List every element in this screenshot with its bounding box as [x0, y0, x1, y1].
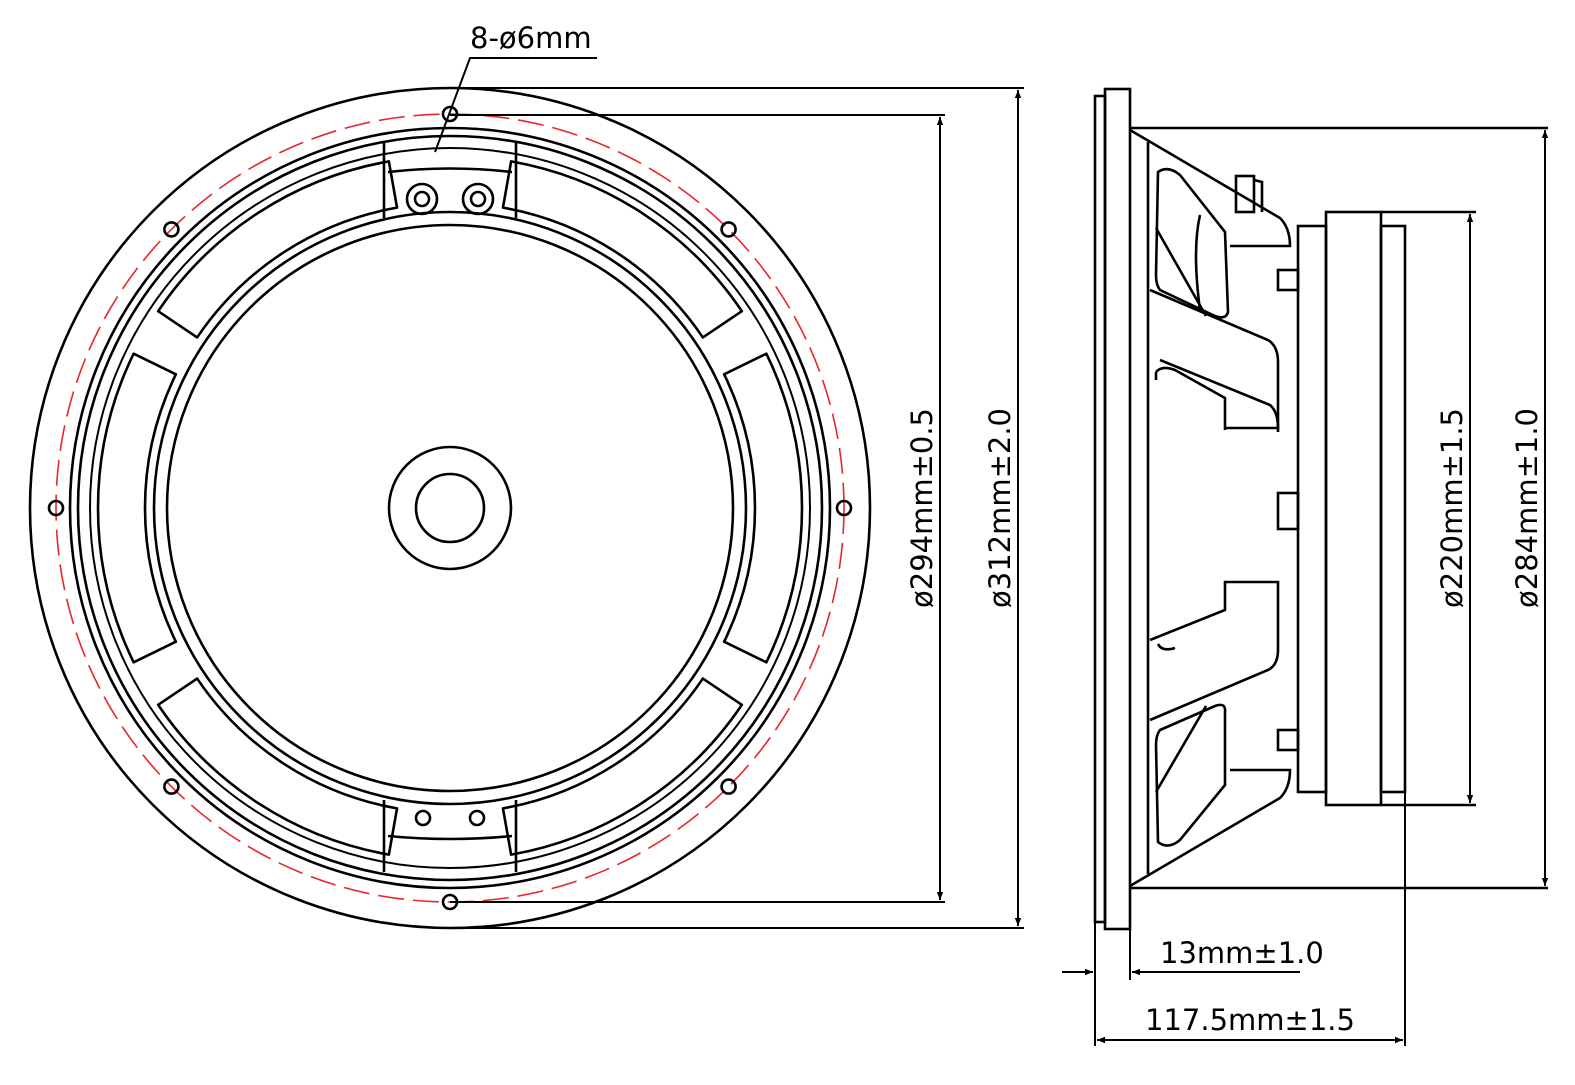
extension-depth: [1094, 792, 1406, 1046]
basket-windows: [96, 160, 804, 856]
basket-window: [722, 352, 804, 664]
dust-cap: [387, 445, 513, 571]
basket-window: [96, 352, 178, 664]
gasket-outer: [68, 126, 832, 890]
mounting-hole: [720, 778, 737, 795]
cone-edge: [165, 223, 735, 793]
gasket-inner: [76, 134, 824, 882]
basket-window: [156, 677, 399, 856]
mounting-holes: [47, 105, 853, 911]
basket-window-lower: [1154, 703, 1227, 847]
terminal-block: [382, 143, 518, 218]
extension-cutout: [1130, 126, 1548, 890]
pole-vent: [414, 472, 486, 544]
basket-window-upper: [1154, 167, 1230, 319]
front-view: 8-ø6mm ø294mm±0.5 ø312mm±2.0: [28, 21, 1024, 930]
magnet: [1324, 210, 1383, 807]
dim-label-220: ø220mm±1.5: [1435, 408, 1469, 608]
mounting-hole: [163, 778, 180, 795]
mounting-hole: [720, 221, 737, 238]
dim-label-284: ø284mm±1.0: [1510, 408, 1544, 608]
dim-label-13: 13mm±1.0: [1160, 936, 1324, 970]
hole-callout-label: 8-ø6mm: [470, 21, 592, 55]
terminal: [1234, 174, 1256, 214]
extension-lines: [450, 87, 1024, 929]
hole-callout-leader: [434, 57, 597, 153]
vent-tab: [1276, 728, 1300, 752]
bolt-circle-centerline: [55, 113, 845, 903]
dim-label-117: 117.5mm±1.5: [1145, 1003, 1355, 1037]
surround-outer: [152, 210, 748, 806]
bottom-block: [382, 800, 518, 872]
back-plate: [1379, 224, 1407, 794]
gasket: [1093, 94, 1107, 924]
top-plate: [1296, 224, 1328, 794]
dim-label-312: ø312mm±2.0: [983, 408, 1017, 608]
basket-window: [501, 677, 744, 856]
terminal-tab: [1253, 178, 1264, 212]
side-view: ø220mm±1.5 ø284mm±1.0 13mm±1.0 117.5mm±1…: [1062, 87, 1549, 1046]
vent-tab: [1276, 491, 1300, 531]
vent-tab: [1276, 268, 1300, 292]
mounting-hole: [163, 221, 180, 238]
flange: [1103, 87, 1132, 931]
basket-outline: [1129, 128, 1292, 888]
mounting-hole: [47, 499, 65, 517]
spoke-upper-2: [1149, 288, 1280, 432]
basket-ring: [89, 147, 811, 869]
spoke-lower: [1149, 580, 1280, 722]
basket-window: [156, 160, 399, 339]
basket-window: [501, 160, 744, 339]
spoke-upper: [1154, 358, 1280, 430]
outer-rim: [28, 86, 872, 930]
extension-magnet: [1381, 210, 1476, 807]
dim-label-294: ø294mm±0.5: [905, 408, 939, 608]
mounting-hole: [835, 499, 853, 517]
